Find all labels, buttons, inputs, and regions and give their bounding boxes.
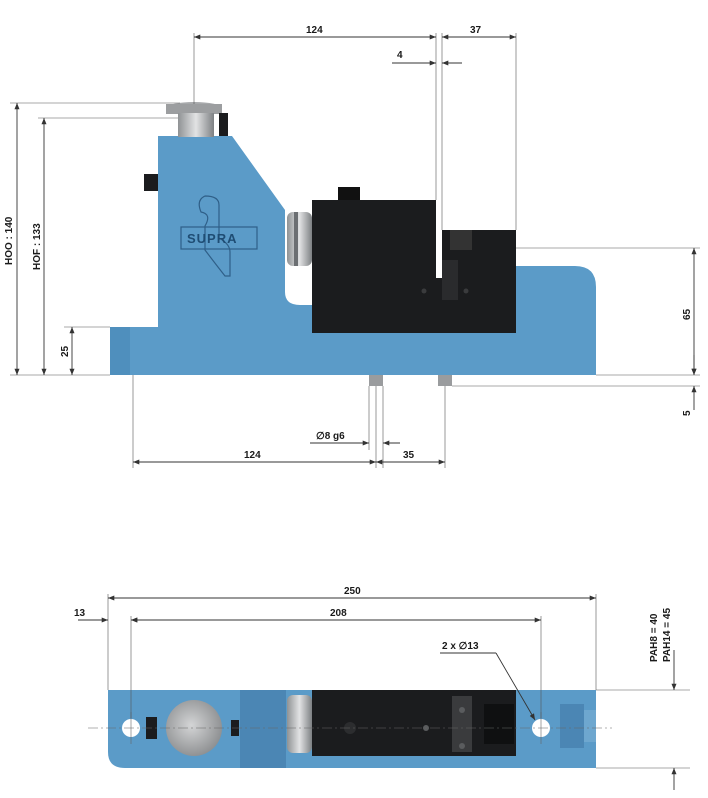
upright-column — [158, 136, 312, 327]
dim-pin: ∅8 g6 — [316, 431, 345, 442]
supra-logo: SUPRA — [180, 195, 258, 277]
dim-25: 25 — [60, 345, 71, 357]
dim-top-4: 4 — [397, 50, 403, 61]
top-view: 250 208 13 2 x ∅13 PAH8 = 40 PAH14 = 45 — [74, 586, 690, 790]
top-cap — [166, 102, 228, 137]
side-screw — [144, 174, 158, 191]
dim-holes: 2 x ∅13 — [442, 641, 479, 652]
dim-top-37: 37 — [470, 25, 482, 36]
dim-208: 208 — [330, 608, 347, 619]
dim-250: 250 — [344, 586, 361, 597]
pin-right — [438, 375, 452, 386]
top-clamp-block — [312, 690, 516, 756]
roller — [287, 212, 312, 266]
dim-top-124: 124 — [306, 25, 323, 36]
dim-hof: HOF : 133 — [32, 223, 43, 270]
dim-5: 5 — [682, 410, 693, 416]
dim-13: 13 — [74, 608, 86, 619]
dim-bottom-35: 35 — [403, 450, 415, 461]
brand-label: SUPRA — [187, 231, 238, 246]
side-view: SUPRA — [4, 25, 700, 468]
dim-pah8: PAH8 = 40 — [649, 613, 660, 662]
dim-hoo: HOO : 140 — [4, 216, 15, 265]
clamp-block — [312, 187, 516, 333]
dim-65: 65 — [682, 308, 693, 320]
dim-pah14: PAH14 = 45 — [662, 608, 673, 662]
top-cap-disc — [166, 700, 222, 756]
dim-bottom-124: 124 — [244, 450, 261, 461]
pin-left — [369, 375, 383, 386]
top-roller — [287, 695, 312, 753]
